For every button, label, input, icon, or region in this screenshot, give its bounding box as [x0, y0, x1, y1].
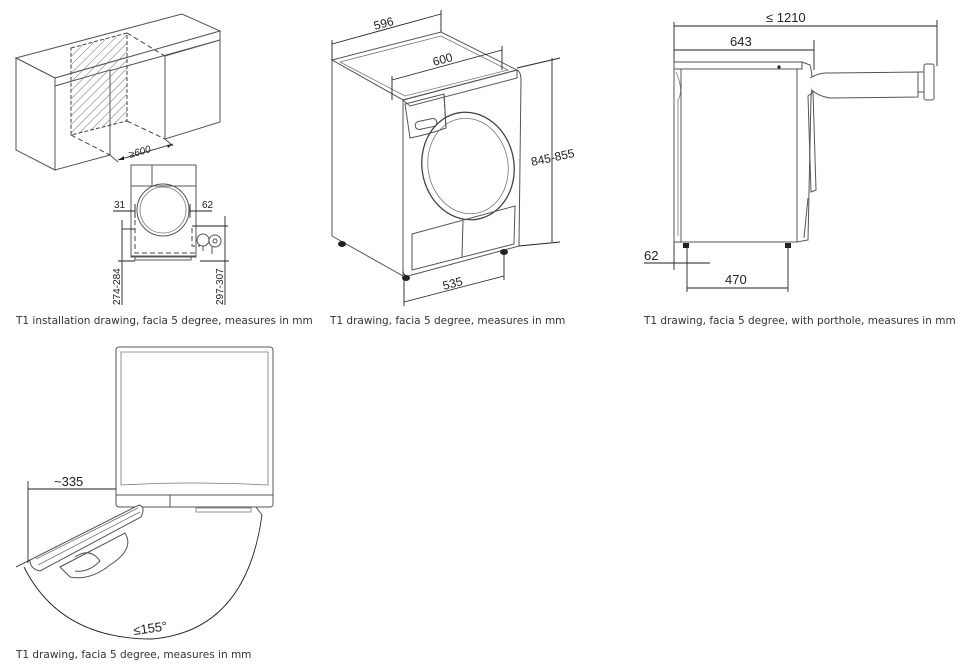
height-label: 845-855 — [530, 146, 576, 169]
depth-top-label: 600 — [431, 50, 454, 69]
top-door-drawing: ~335 ≤155° — [15, 346, 274, 640]
total-depth-label: ≤ 1210 — [766, 10, 806, 25]
left-offset-label: 31 — [114, 200, 126, 211]
open-door — [29, 504, 144, 579]
foot-span-label: 535 — [441, 274, 464, 293]
perspective-dimensions — [331, 10, 561, 306]
left-height-label: 274-284 — [112, 268, 123, 305]
niche-width-label: ≥600 — [128, 144, 153, 161]
body-depth-label: 643 — [730, 34, 752, 49]
side-foot-span-label: 470 — [725, 272, 747, 287]
perspective-figure: 596 600 845-855 535 T1 drawing, facia 5 … — [320, 0, 630, 330]
door-angle-label: ≤155° — [132, 618, 168, 638]
right-height-label: 297-307 — [215, 268, 226, 305]
right-offset-label: 62 — [202, 200, 214, 211]
perspective-drawing: 596 600 845-855 535 — [330, 10, 576, 306]
dryer-side-view — [673, 61, 935, 248]
front-dimensions — [113, 204, 229, 305]
niche-hatched — [70, 32, 174, 163]
dryer-top-view — [115, 346, 274, 516]
top-door-figure: ~335 ≤155° T1 drawing, facia 5 degree, m… — [0, 335, 320, 669]
door-projection-label: ~335 — [54, 474, 83, 489]
side-dimensions — [644, 20, 938, 292]
door-dimensions — [15, 481, 263, 640]
width-label: 596 — [372, 14, 395, 33]
dryer-perspective — [330, 31, 522, 281]
perspective-caption: T1 drawing, facia 5 degree, measures in … — [330, 315, 566, 327]
side-figure: ≤ 1210 643 62 470 T1 drawing, facia 5 de… — [630, 0, 957, 330]
rear-offset-label: 62 — [644, 248, 658, 263]
installation-figure: ≥600 — [0, 0, 320, 330]
top-door-caption: T1 drawing, facia 5 degree, measures in … — [16, 649, 252, 661]
installation-drawing: ≥600 — [14, 13, 229, 305]
side-drawing: ≤ 1210 643 62 470 — [644, 10, 938, 292]
side-caption: T1 drawing, facia 5 degree, with porthol… — [644, 315, 956, 327]
machine-front-view — [130, 164, 222, 261]
installation-caption: T1 installation drawing, facia 5 degree,… — [16, 315, 313, 327]
